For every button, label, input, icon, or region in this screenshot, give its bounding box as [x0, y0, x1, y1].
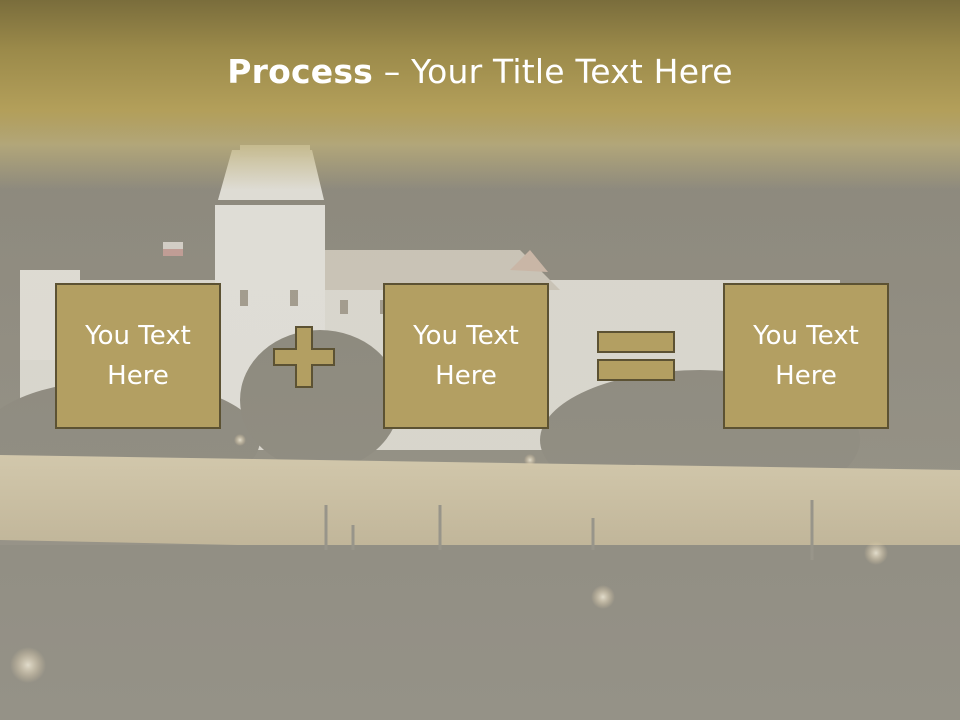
process-box-2[interactable]: You Text Here: [383, 283, 549, 429]
process-box-3[interactable]: You Text Here: [723, 283, 889, 429]
title-rest: – Your Title Text Here: [373, 52, 733, 91]
slide-title: Process – Your Title Text Here: [0, 52, 960, 91]
process-box-text: You Text Here: [413, 321, 519, 391]
process-box-text: You Text Here: [85, 321, 191, 391]
process-box-1[interactable]: You Text Here: [55, 283, 221, 429]
plus-icon: [273, 326, 335, 388]
title-band: [0, 0, 960, 190]
process-box-text: You Text Here: [753, 321, 859, 391]
equals-icon: [597, 331, 675, 381]
title-bold: Process: [227, 52, 374, 91]
